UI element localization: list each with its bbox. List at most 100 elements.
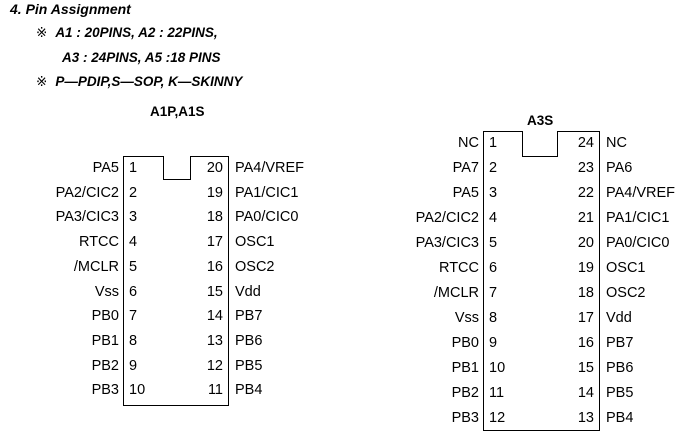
pin-label: Vss xyxy=(94,283,119,300)
pin-number: 12 xyxy=(206,357,223,374)
package-type-note: ※ P—PDIP,S—SOP, K—SKINNY xyxy=(36,74,242,90)
pin-number: 2 xyxy=(129,184,138,201)
pin-number: 10 xyxy=(489,360,506,376)
pin-label: /MCLR xyxy=(433,285,479,301)
pin-label: /MCLR xyxy=(73,258,119,275)
pin-number: 1 xyxy=(489,135,498,151)
pin-label: PB6 xyxy=(606,360,634,376)
pin-label: PB1 xyxy=(91,332,119,349)
reference-mark-icon: ※ xyxy=(36,74,48,89)
pin-number: 5 xyxy=(129,258,138,275)
chip-a1-body xyxy=(123,156,229,406)
pin-number: 4 xyxy=(489,210,498,226)
pin-number: 18 xyxy=(206,209,223,226)
reference-mark-icon: ※ xyxy=(36,25,48,40)
pin-label: RTCC xyxy=(78,234,119,251)
pin-label: PB7 xyxy=(606,335,634,351)
pin-label: PB0 xyxy=(451,335,479,351)
pin-number: 10 xyxy=(129,382,146,399)
pin-number: 6 xyxy=(129,283,138,300)
pin-label: PA2/CIC2 xyxy=(55,184,119,201)
pin-label: Vdd xyxy=(606,310,632,326)
pin-number: 7 xyxy=(489,285,498,301)
pin-label: PB6 xyxy=(235,332,263,349)
pin-label: PB1 xyxy=(451,360,479,376)
pin-label: PA2/CIC2 xyxy=(415,210,479,226)
pin-label: PB2 xyxy=(91,357,119,374)
pin-label: PB0 xyxy=(91,308,119,325)
pin-label: PA0/CIC0 xyxy=(235,209,299,226)
note-line-2: A3 : 24PINS, A5 :18 PINS xyxy=(62,50,221,65)
pin-number: 17 xyxy=(206,234,223,251)
pin-label: PA5 xyxy=(452,185,479,201)
pin-number: 2 xyxy=(489,160,498,176)
pin-number: 12 xyxy=(489,410,506,426)
pin-label: PA7 xyxy=(452,160,479,176)
pin-number: 9 xyxy=(489,335,498,351)
pin-label: PA5 xyxy=(92,160,119,176)
pin-number: 11 xyxy=(207,382,223,399)
pin-number: 13 xyxy=(206,332,223,349)
chip-a1-title: A1P,A1S xyxy=(150,104,205,119)
pin-number: 3 xyxy=(489,185,498,201)
pin-number: 16 xyxy=(577,335,594,351)
chip-a3-notch xyxy=(522,131,558,157)
pin-label: OSC1 xyxy=(235,234,275,251)
pin-number: 20 xyxy=(577,235,594,251)
note-line-1: A1 : 20PINS, A2 : 22PINS, xyxy=(55,25,218,40)
pin-label: PB4 xyxy=(235,382,263,399)
pin-number: 16 xyxy=(206,258,223,275)
pin-number: 3 xyxy=(129,209,138,226)
pin-label: OSC2 xyxy=(606,285,646,301)
pin-number: 19 xyxy=(577,260,594,276)
pin-label: PA3/CIC3 xyxy=(415,235,479,251)
pin-number: 13 xyxy=(577,410,594,426)
pin-number: 24 xyxy=(577,135,594,151)
pin-number: 14 xyxy=(577,385,594,401)
package-pins-note-1: ※ A1 : 20PINS, A2 : 22PINS, xyxy=(36,25,218,41)
pin-number: 7 xyxy=(129,308,138,325)
pin-number: 14 xyxy=(206,308,223,325)
pin-label: Vdd xyxy=(235,283,261,300)
chip-a3-title: A3S xyxy=(527,113,554,128)
pin-number: 18 xyxy=(577,285,594,301)
pin-number: 21 xyxy=(577,210,594,226)
pin-number: 5 xyxy=(489,235,498,251)
pin-label: PA4/VREF xyxy=(235,160,305,176)
pin-label: PB7 xyxy=(235,308,263,325)
pin-number: 17 xyxy=(577,310,594,326)
pin-label: PB3 xyxy=(91,382,119,399)
pin-number: 23 xyxy=(577,160,594,176)
pin-number: 8 xyxy=(489,310,498,326)
pin-label: OSC1 xyxy=(606,260,646,276)
pin-label: Vss xyxy=(454,310,479,326)
section-title: 4. Pin Assignment xyxy=(10,1,131,17)
pin-label: OSC2 xyxy=(235,258,275,275)
pin-number: 19 xyxy=(206,184,223,201)
pin-number: 6 xyxy=(489,260,498,276)
pin-number: 9 xyxy=(129,357,138,374)
pin-label: NC xyxy=(458,135,479,151)
chip-a1-notch xyxy=(163,156,191,180)
pin-label: PB5 xyxy=(606,385,634,401)
pin-number: 1 xyxy=(129,160,138,176)
pin-label: PB4 xyxy=(606,410,634,426)
pin-number: 11 xyxy=(489,385,505,401)
pin-label: PA3/CIC3 xyxy=(55,209,119,226)
pin-label: RTCC xyxy=(438,260,479,276)
pin-label: PA1/CIC1 xyxy=(235,184,299,201)
pin-label: PB2 xyxy=(451,385,479,401)
pin-label: NC xyxy=(606,135,627,151)
chip-a3-body xyxy=(483,131,600,431)
note-line-3: P—PDIP,S—SOP, K—SKINNY xyxy=(55,74,243,89)
pin-label: PB5 xyxy=(235,357,263,374)
pin-number: 4 xyxy=(129,234,138,251)
pin-label: PA1/CIC1 xyxy=(606,210,670,226)
pin-label: PB3 xyxy=(451,410,479,426)
pin-number: 8 xyxy=(129,332,138,349)
pin-number: 15 xyxy=(577,360,594,376)
pin-number: 15 xyxy=(206,283,223,300)
pin-number: 20 xyxy=(206,160,223,176)
pin-label: PA0/CIC0 xyxy=(606,235,670,251)
pin-number: 22 xyxy=(577,185,594,201)
